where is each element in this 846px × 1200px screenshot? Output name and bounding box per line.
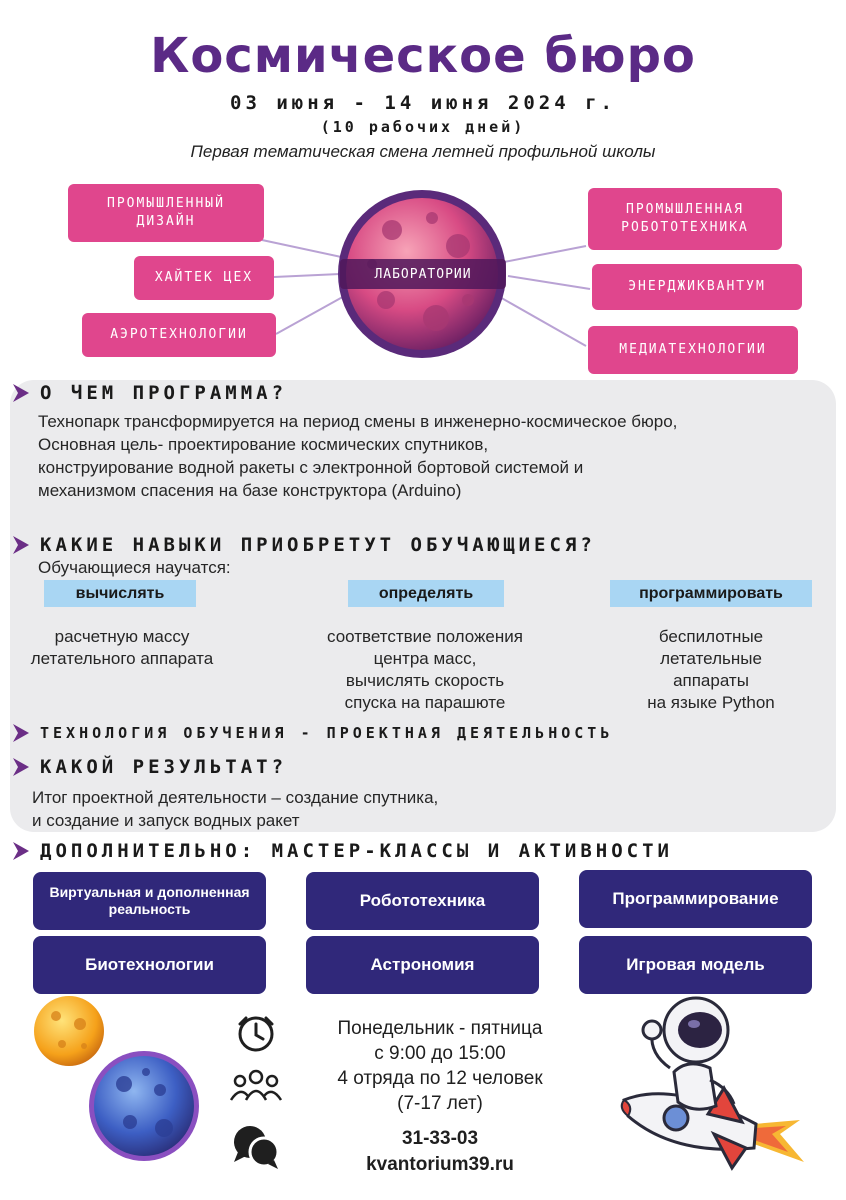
skill-desc-program: беспилотные летательные аппараты на язык… [600, 626, 822, 714]
lab-industrial-robotics: ПРОМЫШЛЕННАЯ РОБОТОТЕХНИКА [588, 188, 782, 250]
yellow-planet-icon [34, 996, 104, 1066]
skill-desc-line: расчетную массу [54, 627, 190, 646]
schedule-info: Понедельник - пятница с 9:00 до 15:00 4 … [270, 1016, 610, 1116]
skills-heading-text: КАКИЕ НАВЫКИ ПРИОБРЕТУТ ОБУЧАЮЩИЕСЯ? [40, 534, 596, 556]
contacts: 31-33-03 kvantorium39.ru [270, 1126, 610, 1178]
result-line: Итог проектной деятельности – создание с… [32, 788, 439, 807]
schedule-ages: (7-17 лет) [397, 1093, 483, 1114]
technology-heading: ТЕХНОЛОГИЯ ОБУЧЕНИЯ - ПРОЕКТНАЯ ДЕЯТЕЛЬН… [10, 722, 613, 744]
chevron-right-icon [13, 758, 29, 776]
contact-site: kvantorium39.ru [366, 1154, 514, 1175]
skill-tag-calculate: вычислять [44, 580, 196, 607]
page-title: Космическое бюро [150, 28, 696, 84]
page-subtitle: Первая тематическая смена летней профиль… [190, 142, 656, 161]
lab-connectors [261, 239, 591, 347]
activity-vr-ar: Виртуальная и дополненная реальность [33, 872, 266, 930]
result-heading-text: КАКОЙ РЕЗУЛЬТАТ? [40, 756, 288, 778]
about-text: Технопарк трансформируется на период сме… [38, 410, 828, 502]
skill-tag-program: программировать [610, 580, 812, 607]
result-heading: КАКОЙ РЕЗУЛЬТАТ? [10, 756, 287, 778]
lab-industrial-design: ПРОМЫШЛЕННЫЙ ДИЗАЙН [68, 184, 264, 242]
lab-hitech: ХАЙТЕК ЦЕХ [134, 256, 274, 300]
result-text: Итог проектной деятельности – создание с… [32, 786, 732, 832]
skills-intro: Обучающиеся научатся: [38, 558, 231, 577]
schedule-hours: с 9:00 до 15:00 [374, 1043, 506, 1064]
about-heading-text: О ЧЕМ ПРОГРАММА? [40, 382, 288, 404]
group-icon [229, 1069, 283, 1101]
skill-desc-line: соответствие положения [327, 627, 523, 646]
about-heading: О ЧЕМ ПРОГРАММА? [10, 382, 287, 404]
skill-desc-line: беспилотные [658, 627, 764, 646]
activity-biotech: Биотехнологии [33, 936, 266, 994]
chat-icon [234, 1126, 280, 1169]
skill-desc-line: на языке Python [647, 693, 775, 712]
extra-heading: ДОПОЛНИТЕЛЬНО: МАСТЕР-КЛАССЫ И АКТИВНОСТ… [10, 840, 673, 862]
chevron-right-icon [13, 384, 29, 402]
astronaut-rocket-icon [620, 996, 804, 1171]
extra-heading-text: ДОПОЛНИТЕЛЬНО: МАСТЕР-КЛАССЫ И АКТИВНОСТ… [40, 840, 673, 862]
labs-center-label: ЛАБОРАТОРИИ [340, 259, 506, 289]
activity-robotics: Робототехника [306, 872, 539, 930]
about-line: Основная цель- проектирование космически… [38, 435, 489, 454]
activity-astronomy: Астрономия [306, 936, 539, 994]
skill-desc-line: вычислять скорость [345, 671, 505, 690]
skill-desc-line: центра масс, [373, 649, 477, 668]
skill-desc-calculate: расчетную массу летательного аппарата [4, 626, 240, 670]
skills-heading: КАКИЕ НАВЫКИ ПРИОБРЕТУТ ОБУЧАЮЩИЕСЯ? [10, 534, 596, 556]
schedule-groups: 4 отряда по 12 человек [337, 1068, 543, 1089]
lab-energy: ЭНЕРДЖИКВАНТУМ [592, 264, 802, 310]
activity-game-model: Игровая модель [579, 936, 812, 994]
skill-tag-determine: определять [348, 580, 504, 607]
contact-phone: 31-33-03 [401, 1128, 479, 1149]
planet-icon [338, 190, 506, 358]
result-line: и создание и запуск водных ракет [32, 811, 300, 830]
skill-desc-line: летательные [660, 649, 762, 668]
about-line: Технопарк трансформируется на период сме… [38, 412, 678, 431]
chevron-right-icon [13, 842, 29, 860]
skill-desc-line: спуска на парашюте [344, 693, 506, 712]
skill-desc-line: летательного аппарата [30, 649, 214, 668]
chevron-right-icon [13, 724, 29, 742]
technology-heading-text: ТЕХНОЛОГИЯ ОБУЧЕНИЯ - ПРОЕКТНАЯ ДЕЯТЕЛЬН… [40, 724, 614, 742]
skill-desc-determine: соответствие положения центра масс, вычи… [290, 626, 560, 714]
about-line: конструирование водной ракеты с электрон… [38, 458, 584, 477]
schedule-days: Понедельник - пятница [337, 1018, 543, 1039]
chevron-right-icon [13, 536, 29, 554]
about-line: механизмом спасения на базе конструктора… [38, 481, 462, 500]
lab-media: МЕДИАТЕХНОЛОГИИ [588, 326, 798, 374]
clock-icon [238, 1016, 274, 1052]
skill-desc-line: аппараты [673, 671, 749, 690]
event-dates: 03 июня - 14 июня 2024 г. [230, 92, 616, 114]
lab-aerotech: АЭРОТЕХНОЛОГИИ [82, 313, 276, 357]
activity-programming: Программирование [579, 870, 812, 928]
blue-planet-icon [89, 1051, 199, 1161]
work-days: (10 рабочих дней) [320, 118, 526, 136]
